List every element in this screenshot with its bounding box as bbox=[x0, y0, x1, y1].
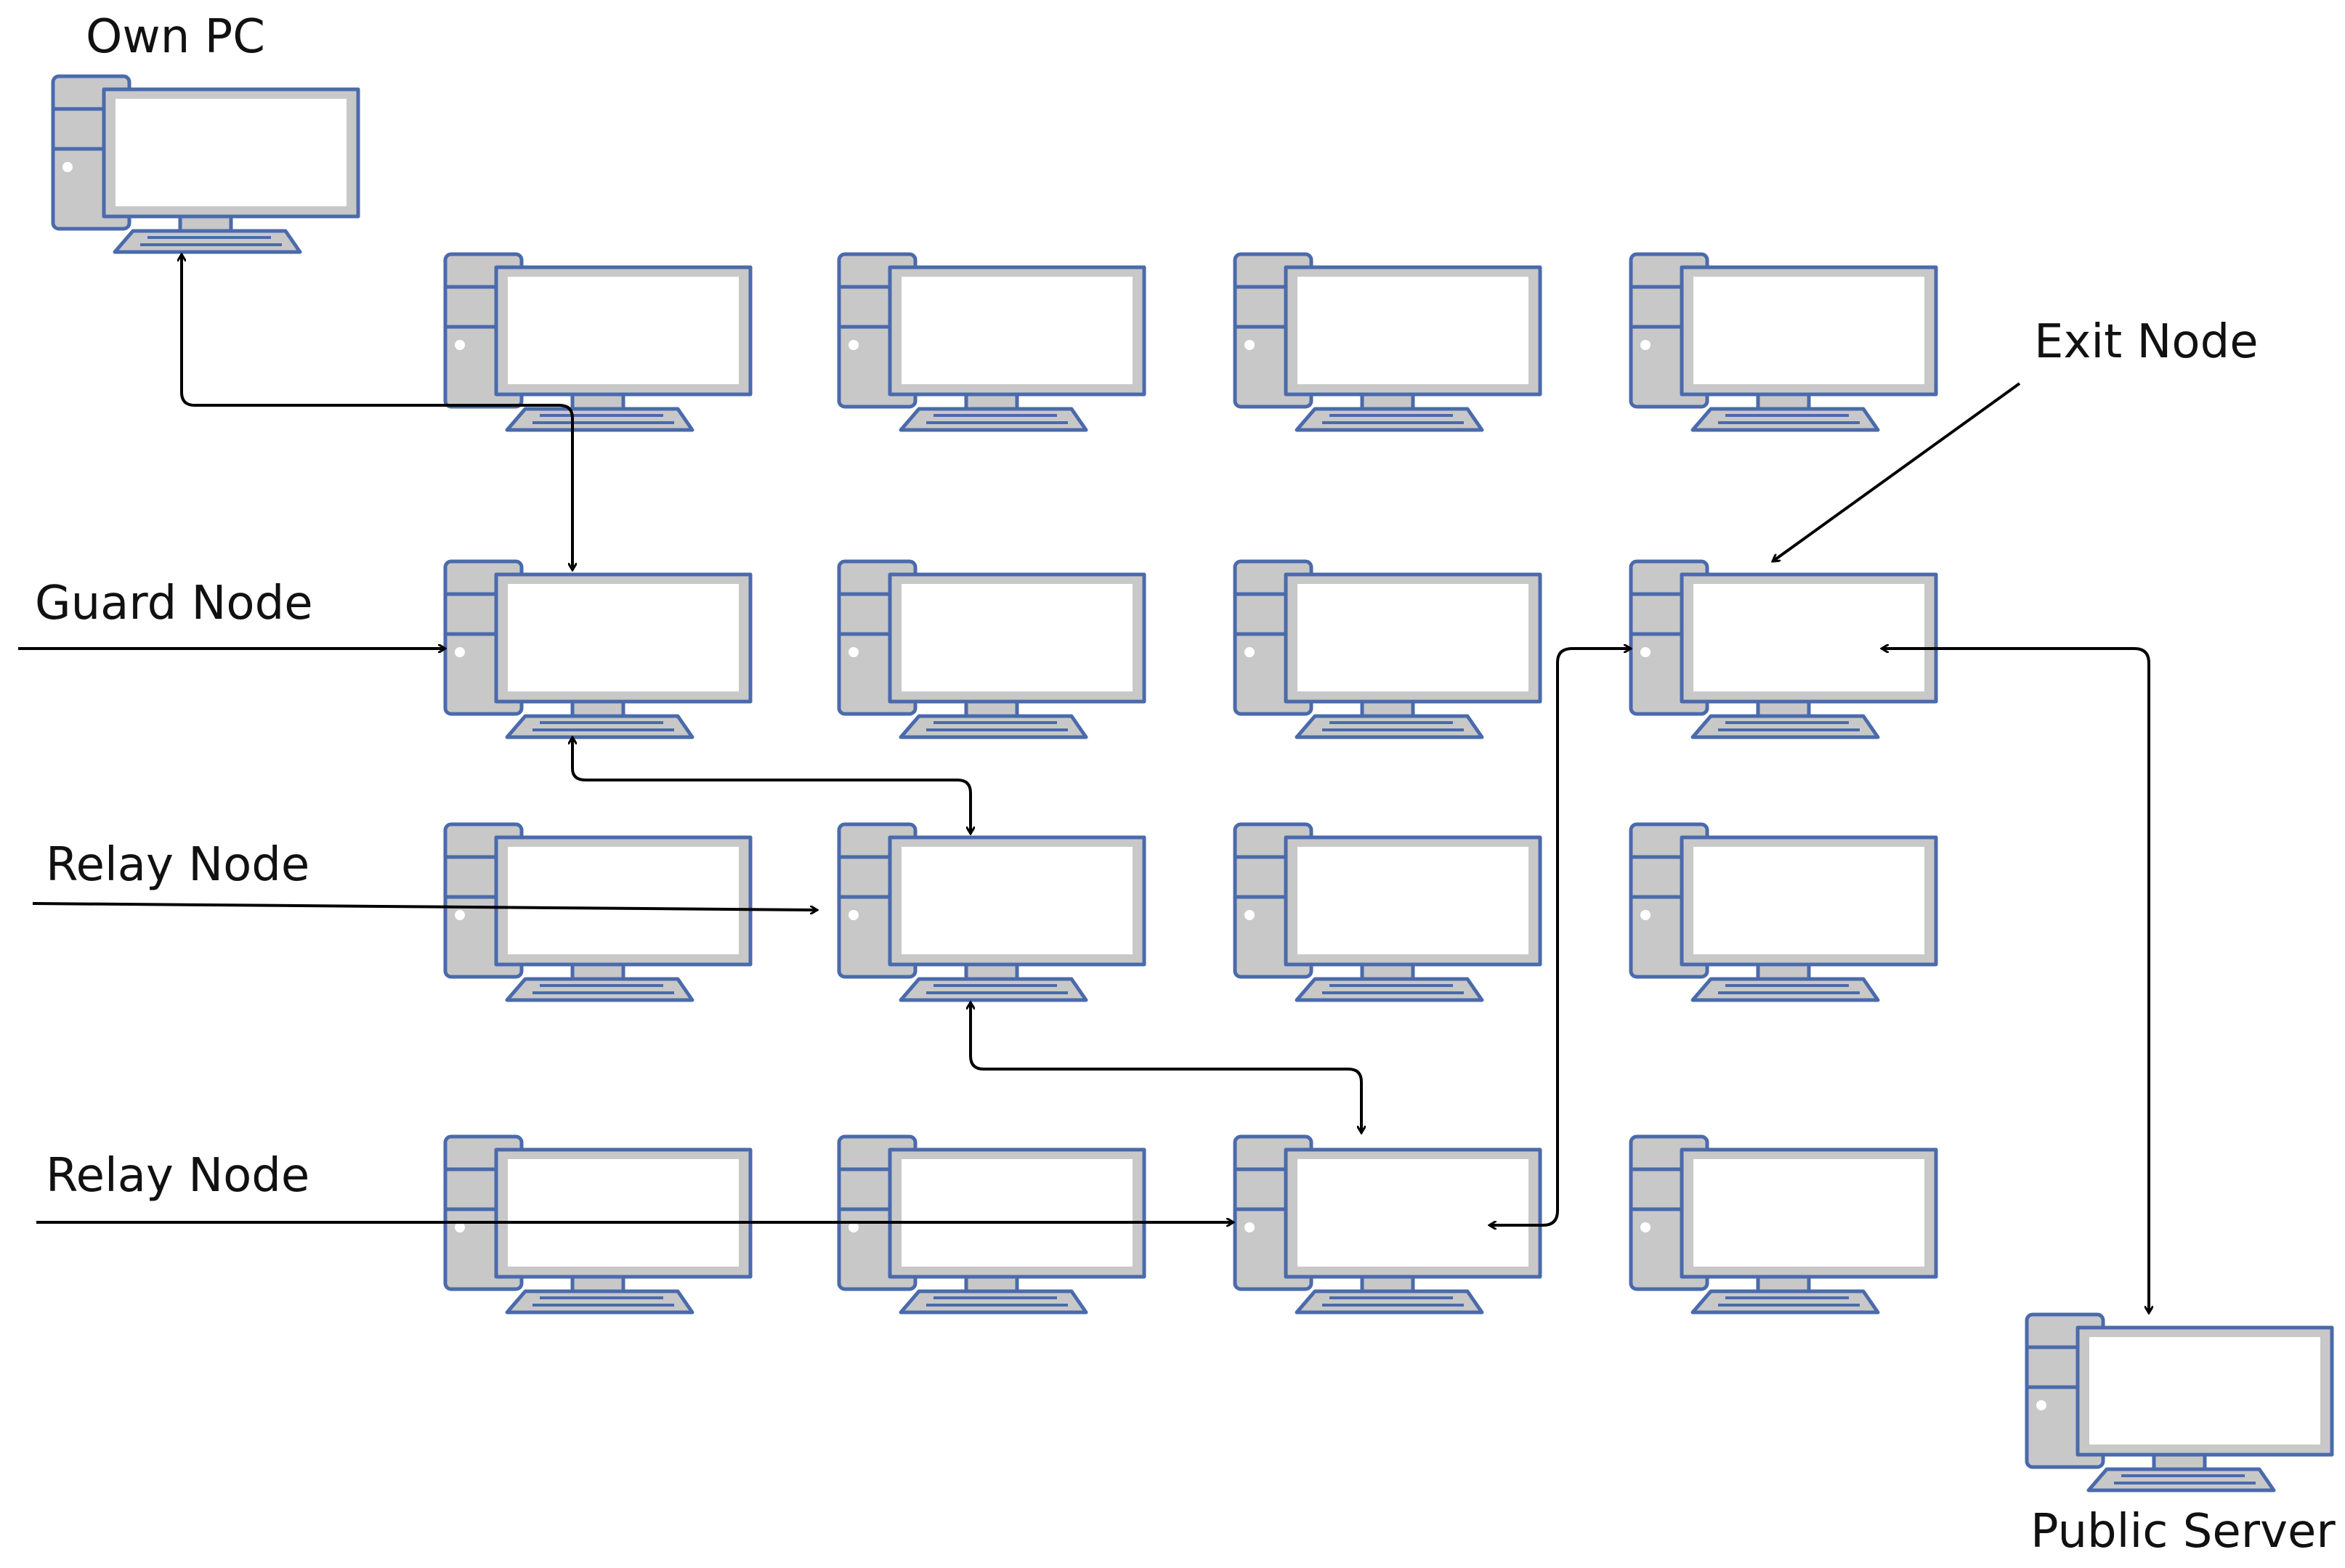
own-pc-computer-icon bbox=[53, 76, 358, 252]
computer-icon bbox=[839, 561, 1144, 737]
relay-node-1-label: Relay Node bbox=[46, 838, 309, 892]
computer-icon bbox=[445, 1137, 750, 1312]
computer-icon bbox=[839, 254, 1144, 430]
computer-icon bbox=[1235, 254, 1540, 430]
computer-icon bbox=[1631, 254, 1936, 430]
computer-icon bbox=[445, 824, 750, 1000]
computer-icon bbox=[839, 1137, 1144, 1312]
computer-icon bbox=[445, 254, 750, 430]
public-server-label: Public Server bbox=[2030, 1505, 2336, 1559]
computer-icon bbox=[1235, 824, 1540, 1000]
relay-node-1-computer-icon bbox=[839, 824, 1144, 1000]
exit-node-label: Exit Node bbox=[2034, 315, 2259, 369]
own-pc-label: Own PC bbox=[86, 10, 265, 64]
guard-relay1-connector bbox=[572, 737, 971, 834]
exit-public-server-connector bbox=[1882, 649, 2149, 1313]
guard-node-computer-icon bbox=[445, 561, 750, 737]
guard-node-label: Guard Node bbox=[35, 577, 313, 630]
relay-node-1-pointer bbox=[32, 902, 817, 910]
computer-icon bbox=[1631, 824, 1936, 1000]
public-server-computer-icon bbox=[2027, 1315, 2332, 1490]
relay-node-2-label: Relay Node bbox=[46, 1149, 309, 1203]
exit-node-pointer bbox=[1773, 382, 2021, 561]
computer-icon bbox=[1235, 561, 1540, 737]
own-pc-guard-connector bbox=[182, 254, 572, 570]
relay1-relay2-connector bbox=[971, 1002, 1361, 1133]
relay2-exit-connector bbox=[1489, 649, 1631, 1225]
computer-icon bbox=[1631, 1137, 1936, 1312]
